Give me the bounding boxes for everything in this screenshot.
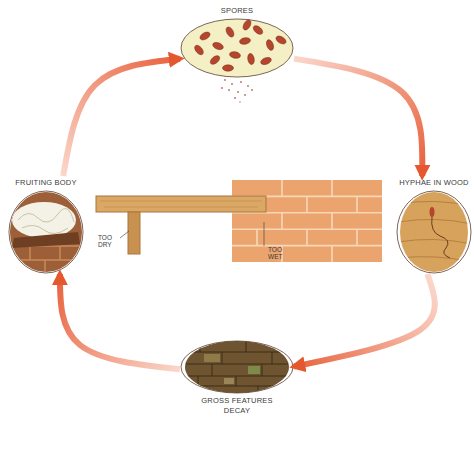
stage-label: FRUITING BODY	[8, 178, 84, 188]
leader-line	[264, 222, 265, 246]
wood-grain	[398, 201, 472, 262]
spore	[239, 37, 251, 45]
timber-and-wall	[96, 180, 382, 262]
cycle-arrow	[294, 59, 422, 176]
stage-label: GROSS FEATURES DECAY	[197, 396, 277, 416]
falling-spores	[221, 79, 253, 103]
hyphae-picture	[398, 190, 472, 274]
leader-line	[120, 231, 129, 238]
spore	[252, 24, 265, 36]
decay-background	[184, 340, 290, 394]
stage-label: HYPHAE IN WOOD	[396, 178, 472, 188]
spore	[229, 51, 241, 59]
oval-outline	[396, 190, 472, 274]
brick-wall	[232, 180, 382, 262]
decay-patch	[248, 366, 260, 374]
stage-label: SPORES	[180, 6, 294, 16]
spore	[275, 34, 288, 45]
mortar-joints	[257, 180, 357, 262]
oval-border	[9, 191, 83, 273]
spore	[241, 19, 252, 32]
condition-label: TOO WET	[268, 246, 290, 260]
timber-edge	[12, 232, 80, 248]
spore-dot	[240, 81, 242, 83]
oval-border	[181, 19, 293, 77]
timber-joist	[96, 196, 266, 212]
stage-oval: GROSS FEATURES DECAY	[180, 340, 294, 426]
fruiting-body-picture	[8, 190, 84, 274]
spore-group	[193, 19, 287, 72]
spore-dot	[239, 101, 241, 103]
wood-background	[8, 190, 84, 274]
hypha	[432, 217, 450, 258]
spore	[212, 41, 225, 51]
spores-picture	[181, 19, 293, 103]
spore-dot	[234, 97, 236, 99]
spore-dot	[244, 94, 246, 96]
spore	[193, 44, 205, 57]
spore-dot	[221, 87, 223, 89]
oval-border	[397, 191, 471, 273]
spore	[223, 65, 234, 71]
cross-cracks	[186, 352, 288, 386]
oval-outline	[180, 18, 294, 78]
oval-outline	[8, 190, 84, 274]
spore-dot	[228, 89, 230, 91]
oval-outline	[180, 340, 294, 394]
spore-dot	[231, 83, 233, 85]
spore-dot	[251, 89, 253, 91]
spores-background	[181, 19, 293, 77]
spore-dot	[237, 91, 239, 93]
joist-grain	[100, 201, 262, 207]
decay-picture	[184, 340, 290, 394]
fungus-growth	[12, 202, 76, 238]
cycle-arrow	[63, 59, 180, 176]
fungus-strands	[18, 209, 74, 234]
condition-label: TOO DRY	[98, 234, 120, 248]
decay-patch	[204, 354, 220, 362]
spore	[199, 30, 212, 41]
spore	[265, 39, 275, 52]
germinating-spore	[430, 207, 435, 217]
spore	[209, 54, 222, 66]
spore	[247, 53, 255, 65]
decay-patch	[224, 378, 234, 384]
spore-dot	[224, 79, 226, 81]
stage-oval: FRUITING BODY	[8, 176, 84, 274]
spore-dot	[247, 85, 249, 87]
cycle-arrow	[294, 274, 435, 366]
cubical-cracks	[198, 340, 272, 394]
timber-post	[128, 212, 140, 254]
oval-border	[181, 341, 293, 393]
wood-background	[398, 190, 472, 274]
spore	[260, 56, 273, 66]
stage-oval: SPORES	[180, 4, 294, 78]
cycle-arrow	[60, 274, 180, 369]
stage-oval: HYPHAE IN WOOD	[396, 176, 472, 274]
spore	[224, 26, 235, 39]
